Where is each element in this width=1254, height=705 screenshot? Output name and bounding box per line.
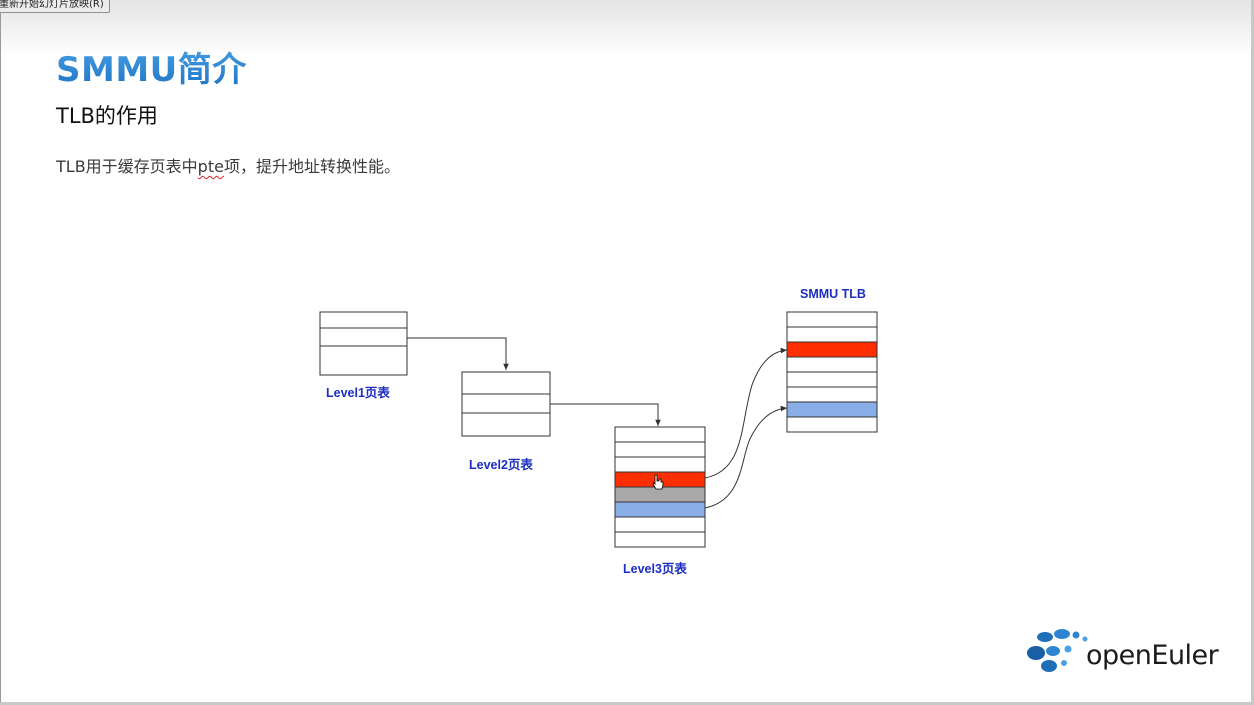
- arrow-blue-entry-to-tlb: [704, 405, 788, 509]
- openeuler-logo-icon: [1027, 629, 1088, 672]
- hand-cursor-icon: [652, 474, 664, 490]
- body-text-term: pte: [197, 157, 224, 176]
- smmu-tlb-row: [786, 326, 878, 343]
- level3-table-row: [614, 516, 706, 533]
- window-border-right: [1251, 0, 1254, 705]
- level3-table-row: [614, 441, 706, 458]
- openeuler-logo: openEuler: [1026, 626, 1226, 682]
- level3-table-row: [614, 426, 706, 443]
- slide-body-text: TLB用于缓存页表中pte项，提升地址转换性能。: [56, 153, 400, 177]
- level2-page-table: [461, 371, 551, 437]
- level3-label: Level3页表: [623, 561, 687, 576]
- level1-label: Level1页表: [326, 385, 390, 400]
- slide-title: SMMU简介: [56, 42, 247, 91]
- level3-table-row: [614, 501, 706, 518]
- level3-table-row: [614, 456, 706, 473]
- level2-label: Level2页表: [469, 457, 533, 472]
- smmu-tlb-row: [786, 416, 878, 433]
- smmu-tlb-row: [786, 356, 878, 373]
- level1-page-table: [319, 311, 408, 376]
- restart-slideshow-button[interactable]: 重新开始幻灯片放映(R): [0, 0, 110, 13]
- body-text-before: TLB用于缓存页表中: [56, 157, 198, 176]
- level3-page-table: [614, 426, 706, 548]
- arrow-level1-to-level2: [407, 337, 509, 370]
- smmu-tlb-table: [786, 311, 878, 433]
- smmu-tlb-row: [786, 371, 878, 388]
- window-border-left: [0, 0, 1, 705]
- openeuler-logo-text: openEuler: [1086, 640, 1219, 671]
- smmu-tlb-row: [786, 341, 878, 358]
- smmu-tlb-row: [786, 311, 878, 328]
- arrow-level2-to-level3: [550, 403, 661, 426]
- slide-top-shading: [0, 0, 1254, 58]
- body-text-after: 项，提升地址转换性能。: [223, 157, 400, 176]
- smmu-tlb-label: SMMU TLB: [800, 287, 866, 301]
- slide-subtitle: TLB的作用: [56, 104, 158, 128]
- smmu-tlb-row: [786, 386, 878, 403]
- window-border-bottom: [0, 702, 1254, 705]
- smmu-tlb-row: [786, 401, 878, 418]
- level3-table-row: [614, 531, 706, 548]
- arrow-red-entry-to-tlb: [704, 347, 788, 479]
